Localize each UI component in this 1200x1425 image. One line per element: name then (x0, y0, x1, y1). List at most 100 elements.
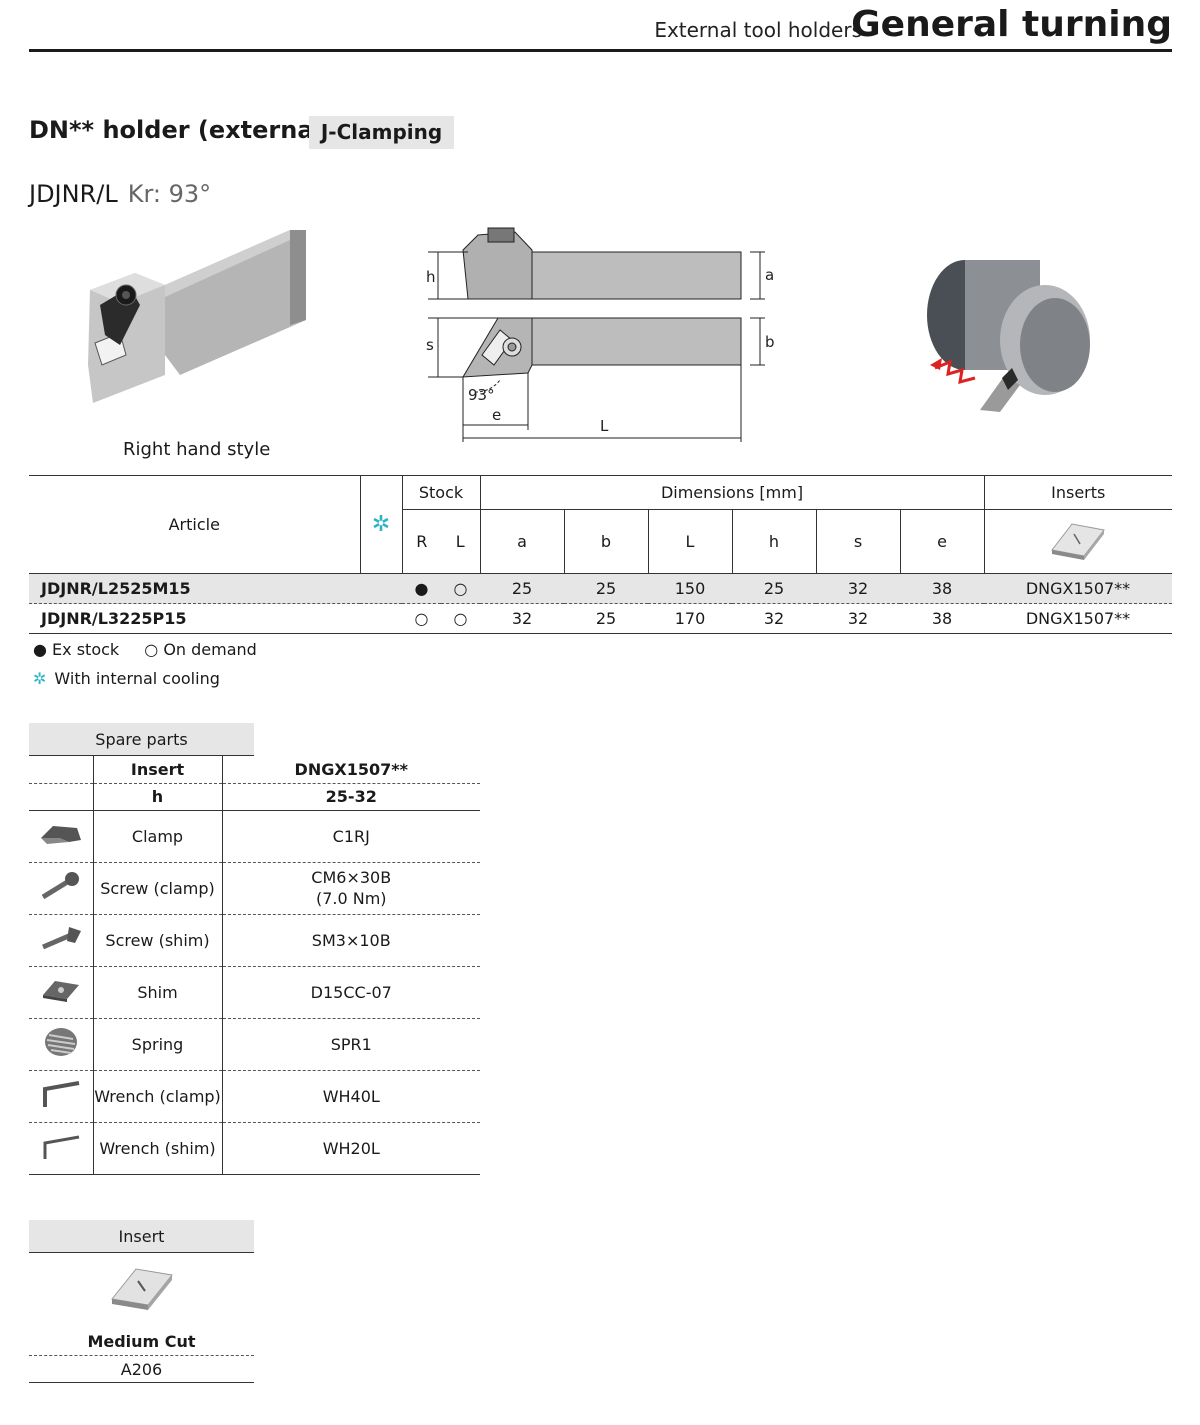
model-name: JDJNR/L (29, 180, 118, 208)
article-code: JDJNR/L3225P15 (29, 603, 360, 634)
part-name: Wrench (clamp) (93, 1070, 223, 1123)
spare-row: Shim D15CC-07 (29, 966, 480, 1019)
dim-label-s: s (426, 336, 434, 354)
dim-col-L: L (648, 509, 733, 574)
dim-s: 32 (816, 603, 900, 634)
insert-code: DNGX1507** (984, 603, 1172, 634)
part-value: C1RJ (222, 810, 480, 863)
dim-label-h: h (426, 268, 436, 286)
dim-col-e: e (900, 509, 985, 574)
stock-col-r: R (402, 509, 441, 574)
part-name: Screw (clamp) (93, 862, 223, 915)
dim-s: 32 (816, 573, 900, 604)
dim-col-a: a (480, 509, 565, 574)
dim-b: 25 (564, 603, 648, 634)
spare-row: Screw (clamp) CM6×30B (7.0 Nm) (29, 862, 480, 915)
spring-icon (44, 1028, 77, 1056)
insert-header-icon (984, 509, 1172, 574)
wrench-icon (42, 1081, 80, 1107)
spare-parts-table: Insert DNGX1507** h 25-32 Clamp C1RJ Scr… (29, 756, 480, 1175)
spare-insert-value: DNGX1507** (222, 756, 480, 784)
spare-h-value: 25-32 (222, 783, 480, 811)
part-value: CM6×30B (311, 868, 392, 887)
part-name: Wrench (shim) (93, 1122, 223, 1175)
dim-label-angle: 93° (468, 386, 495, 404)
model-line: JDJNR/L Kr: 93° (29, 180, 211, 208)
dimensions-header: Dimensions [mm] (480, 475, 985, 510)
clamping-badge: J-Clamping (309, 116, 454, 149)
stock-legend: ● Ex stock ○ On demand (33, 640, 277, 659)
dim-h: 25 (732, 573, 816, 604)
part-value: WH40L (222, 1070, 480, 1123)
part-name: Shim (93, 966, 223, 1019)
article-table: Article ✲ Stock Dimensions [mm] Inserts … (29, 475, 1172, 634)
wrench-icon (43, 1135, 80, 1159)
insert-grade: A206 (29, 1356, 254, 1383)
part-name: Clamp (93, 810, 223, 863)
countersunk-screw-icon (41, 927, 81, 950)
spare-row: Screw (shim) SM3×10B (29, 914, 480, 967)
insert-icon (1051, 522, 1106, 560)
inserts-header: Inserts (984, 475, 1172, 510)
dim-e: 38 (900, 603, 984, 634)
shim-icon (42, 981, 79, 1002)
table-row: JDJNR/L3225P15 ○ ○ 32 25 170 32 32 38 DN… (29, 603, 1172, 634)
dim-label-L: L (600, 417, 609, 435)
workpiece-illustration (927, 260, 1090, 412)
dim-label-b: b (765, 333, 775, 351)
insert-code: DNGX1507** (984, 573, 1172, 604)
legend-on-demand: ○ On demand (144, 640, 257, 659)
spare-row: Clamp C1RJ (29, 810, 480, 863)
stock-col-l: L (441, 509, 481, 574)
tool-holder-image (88, 230, 306, 403)
insert-title: Insert (29, 1220, 254, 1253)
spare-parts-title: Spare parts (29, 723, 254, 756)
part-value: SM3×10B (222, 914, 480, 967)
part-value: D15CC-07 (222, 966, 480, 1019)
figure-caption: Right hand style (123, 439, 271, 460)
dim-a: 25 (480, 573, 564, 604)
product-title: DN** holder (external) (29, 116, 333, 144)
article-code: JDJNR/L2525M15 (29, 573, 360, 604)
dim-col-s: s (816, 509, 901, 574)
stock-l: ○ (441, 573, 480, 604)
clamp-icon (40, 826, 81, 844)
cooling-legend: ✲ With internal cooling (33, 669, 220, 688)
spare-row: Spring SPR1 (29, 1018, 480, 1071)
dim-b: 25 (564, 573, 648, 604)
article-header: Article (29, 475, 361, 574)
screw-icon (41, 872, 79, 900)
insert-cut-type: Medium Cut (29, 1328, 254, 1356)
part-torque: (7.0 Nm) (315, 889, 387, 908)
dim-col-b: b (564, 509, 649, 574)
legend-cooling: With internal cooling (54, 669, 220, 688)
part-name: Screw (shim) (93, 914, 223, 967)
stock-r: ○ (402, 603, 441, 634)
dimension-drawing: h a s b 93° e L (426, 227, 775, 442)
spare-row: Wrench (shim) WH20L (29, 1122, 480, 1175)
spare-insert-label: Insert (93, 756, 223, 784)
spare-row: Wrench (clamp) WH40L (29, 1070, 480, 1123)
dim-col-h: h (732, 509, 817, 574)
cooling-header-icon: ✲ (360, 475, 403, 574)
stock-header: Stock (402, 475, 481, 510)
stock-l: ○ (441, 603, 480, 634)
dim-e: 38 (900, 573, 984, 604)
header-subtitle: External tool holders (654, 18, 862, 42)
dim-h: 32 (732, 603, 816, 634)
legend-ex-stock: ● Ex stock (33, 640, 120, 659)
table-row: JDJNR/L2525M15 ● ○ 25 25 150 25 32 38 DN… (29, 573, 1172, 604)
stock-r: ● (402, 573, 441, 604)
part-value: WH20L (222, 1122, 480, 1175)
dim-label-a: a (765, 266, 774, 284)
part-name: Spring (93, 1018, 223, 1071)
dim-L: 150 (648, 573, 732, 604)
dim-a: 32 (480, 603, 564, 634)
cooling-icon: ✲ (33, 669, 47, 688)
spare-h-label: h (93, 783, 223, 811)
header-title: General turning (851, 4, 1172, 45)
insert-icon (111, 1268, 173, 1310)
kr-angle: Kr: 93° (127, 180, 212, 208)
page-header: External tool holders General turning (29, 0, 1172, 52)
part-value: SPR1 (222, 1018, 480, 1071)
